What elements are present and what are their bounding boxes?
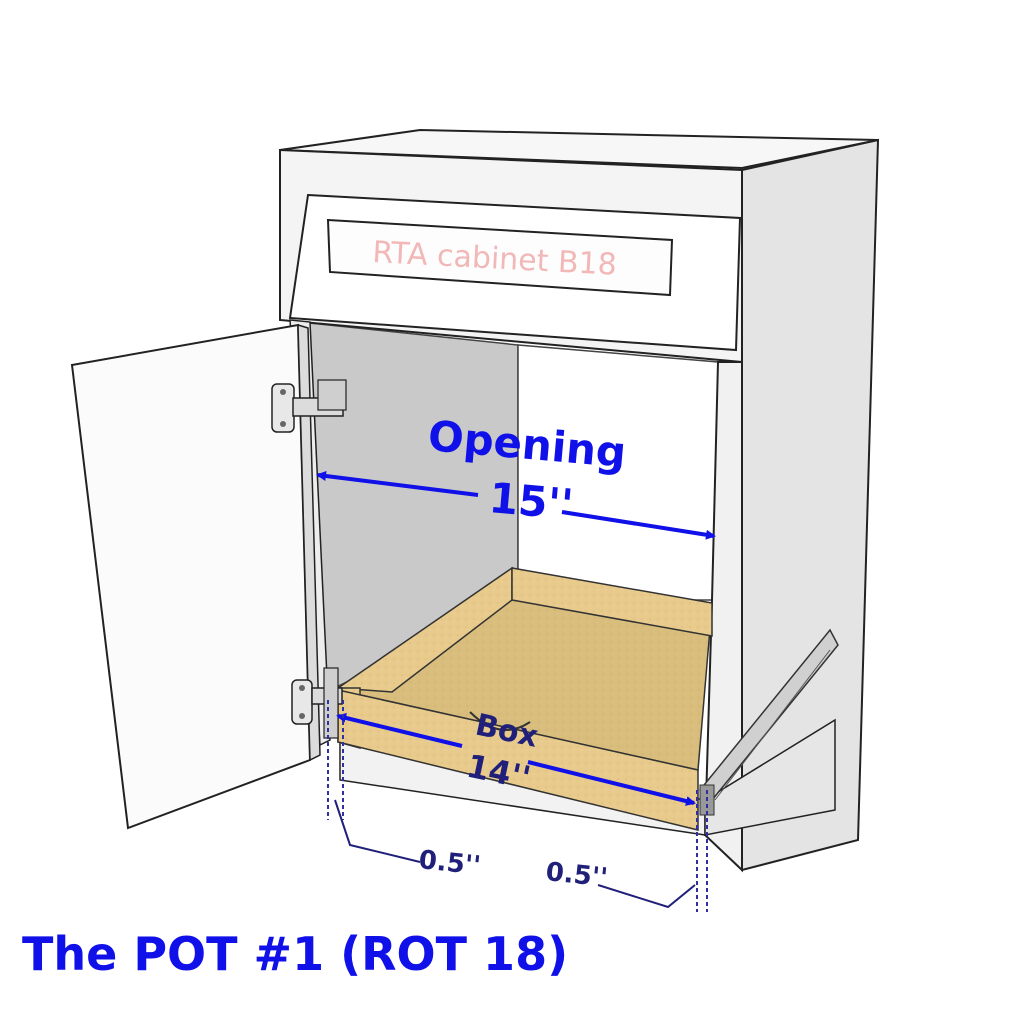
hinge-top [271, 379, 347, 433]
cabinet-door [70, 323, 321, 830]
box-arrow-right [527, 760, 696, 806]
hinge-bottom [291, 667, 343, 739]
drawer-front: RTA cabinet B18 [288, 193, 742, 352]
gap-dimensions: 0.5'' 0.5'' [327, 700, 708, 912]
cabinet-interior [299, 321, 719, 691]
opening-value: 15'' [487, 473, 575, 529]
rollout-box [335, 566, 713, 831]
gap-right-label: 0.5'' [544, 857, 609, 893]
caption-title: The POT #1 (ROT 18) [22, 927, 568, 981]
opening-arrow-left [316, 471, 479, 497]
opening-arrow-right [561, 510, 716, 540]
box-arrow-left [336, 713, 463, 748]
gap-left-label: 0.5'' [417, 845, 482, 881]
cabinet-top [279, 128, 879, 170]
